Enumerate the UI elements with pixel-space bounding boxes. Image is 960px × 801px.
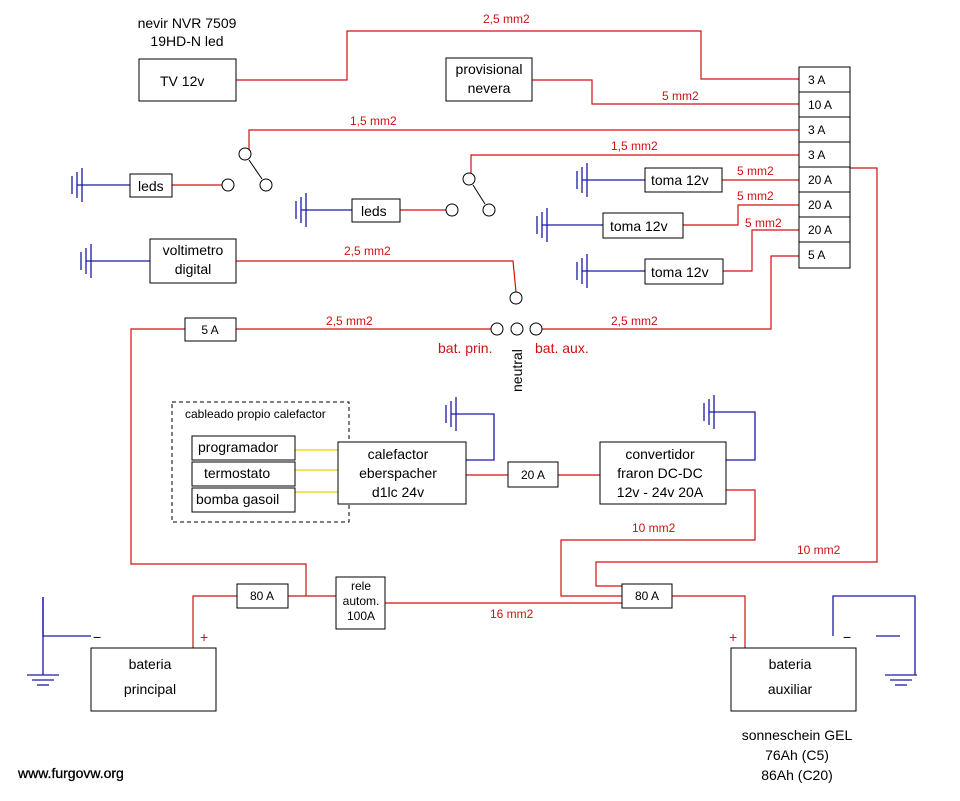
convertidor-box: convertidor fraron DC-DC 12v - 24v 20A <box>599 441 727 505</box>
wire-label-fuse-block: 10 mm2 <box>797 543 841 557</box>
wire-label-nevera: 5 mm2 <box>662 89 699 103</box>
svg-text:nevera: nevera <box>468 80 511 96</box>
bat-aux-label: bat. aux. <box>535 340 589 356</box>
svg-text:bateria: bateria <box>769 656 812 672</box>
svg-text:calefactor: calefactor <box>368 446 429 462</box>
fuse-block-slot: 3 A <box>808 123 825 137</box>
fuse-block-slot: 3 A <box>808 73 825 87</box>
fuse-block-slot: 3 A <box>808 148 825 162</box>
ground-symbol <box>27 163 917 686</box>
svg-text:bomba gasoil: bomba gasoil <box>196 491 279 507</box>
wire-label-toma1: 5 mm2 <box>737 164 774 178</box>
fuse-5a: 5 A <box>184 317 237 342</box>
svg-text:leds: leds <box>138 178 164 194</box>
bat-prin-label: bat. prin. <box>438 340 492 356</box>
svg-text:termostato: termostato <box>204 465 270 481</box>
wire-label-leds1: 1,5 mm2 <box>350 114 397 128</box>
svg-text:80 A: 80 A <box>635 589 659 603</box>
svg-text:digital: digital <box>175 261 212 277</box>
fuse-block-slot: 20 A <box>808 198 832 212</box>
fuse-block-slot: 20 A <box>808 223 832 237</box>
footer-url: www.furgovw.org <box>17 765 124 781</box>
battery-spec-line1: sonneschein GEL <box>742 727 853 743</box>
nevera-box: provisional nevera <box>445 57 533 102</box>
plus-sign: + <box>200 629 208 645</box>
minus-sign: − <box>93 629 101 645</box>
rele-box: rele autom. 100A <box>335 576 386 630</box>
minus-sign: − <box>843 629 851 645</box>
svg-text:12v - 24v 20A: 12v - 24v 20A <box>617 484 704 500</box>
tv-model-line1: nevir NVR 7509 <box>138 15 237 31</box>
svg-text:eberspacher: eberspacher <box>359 465 437 481</box>
svg-text:provisional: provisional <box>456 61 523 77</box>
calefactor-item-programador: programador <box>191 435 296 461</box>
wire-label-voltimetro: 2,5 mm2 <box>344 244 391 258</box>
svg-text:autom.: autom. <box>343 594 380 608</box>
wire-label-rele: 16 mm2 <box>490 607 534 621</box>
yellow-wires <box>295 449 338 493</box>
bateria-principal-box: bateria principal <box>90 647 217 712</box>
svg-text:fraron DC-DC: fraron DC-DC <box>617 465 703 481</box>
svg-text:auxiliar: auxiliar <box>768 681 813 697</box>
svg-text:80 A: 80 A <box>250 589 274 603</box>
calefactor-item-termostato: termostato <box>191 461 296 487</box>
svg-text:rele: rele <box>351 579 371 593</box>
calefactor-group-title: cableado propio calefactor <box>185 407 326 421</box>
bateria-auxiliar-box: bateria auxiliar <box>730 647 857 712</box>
wire-label-bat-left: 2,5 mm2 <box>326 314 373 328</box>
neutral-label: neutral <box>509 349 525 392</box>
fuse-80a-principal: 80 A <box>236 583 289 609</box>
svg-text:5 A: 5 A <box>201 323 218 337</box>
wire-label-convertidor: 10 mm2 <box>632 521 676 535</box>
svg-text:voltimetro: voltimetro <box>163 242 224 258</box>
fuse-80a-auxiliar: 80 A <box>621 583 673 609</box>
toma-box-2: toma 12v <box>602 212 684 239</box>
svg-text:100A: 100A <box>347 609 375 623</box>
wire-label-leds2: 1,5 mm2 <box>611 139 658 153</box>
battery-selector-switch <box>490 291 543 336</box>
tv-box: TV 12v <box>138 58 237 102</box>
fuse-block-slot: 10 A <box>808 98 832 112</box>
svg-text:convertidor: convertidor <box>625 446 695 462</box>
fuse-block: 3 A 10 A 3 A 3 A 20 A 20 A 20 A 5 A <box>798 66 851 269</box>
switch-leds-2 <box>445 172 496 217</box>
fuse-block-slot: 5 A <box>808 248 825 262</box>
leds-box-2: leds <box>351 198 401 223</box>
voltimetro-box: voltimetro digital <box>149 238 237 284</box>
svg-text:toma 12v: toma 12v <box>651 172 709 188</box>
calefactor-box: calefactor eberspacher d1lc 24v <box>337 441 467 505</box>
wire-label-bat-right: 2,5 mm2 <box>611 314 658 328</box>
fuse-block-slot: 20 A <box>808 173 832 187</box>
leds-box-1: leds <box>129 173 173 198</box>
svg-text:20 A: 20 A <box>521 468 545 482</box>
toma-box-3: toma 12v <box>644 258 724 285</box>
toma-box-1: toma 12v <box>644 167 723 193</box>
wire-label-toma2: 5 mm2 <box>737 189 774 203</box>
calefactor-wiring-group <box>171 401 350 523</box>
battery-spec-line3: 86Ah (C20) <box>761 767 833 783</box>
svg-text:programador: programador <box>198 439 278 455</box>
battery-spec-line2: 76Ah (C5) <box>765 747 829 763</box>
wire-label-tv: 2,5 mm2 <box>483 12 530 26</box>
svg-text:TV 12v: TV 12v <box>160 73 204 89</box>
calefactor-item-bomba-gasoil: bomba gasoil <box>191 487 296 513</box>
svg-text:principal: principal <box>124 681 176 697</box>
fuse-20a: 20 A <box>507 461 559 488</box>
switch-leds-1 <box>221 147 273 192</box>
plus-sign: + <box>729 629 737 645</box>
svg-text:d1lc 24v: d1lc 24v <box>372 484 424 500</box>
ground-wires <box>42 179 916 675</box>
wire-label-toma3: 5 mm2 <box>745 216 782 230</box>
svg-text:leds: leds <box>361 203 387 219</box>
svg-text:toma 12v: toma 12v <box>651 264 709 280</box>
svg-text:bateria: bateria <box>129 656 172 672</box>
red-wires <box>130 30 878 648</box>
svg-text:toma 12v: toma 12v <box>610 218 668 234</box>
tv-model-line2: 19HD-N led <box>150 33 223 49</box>
